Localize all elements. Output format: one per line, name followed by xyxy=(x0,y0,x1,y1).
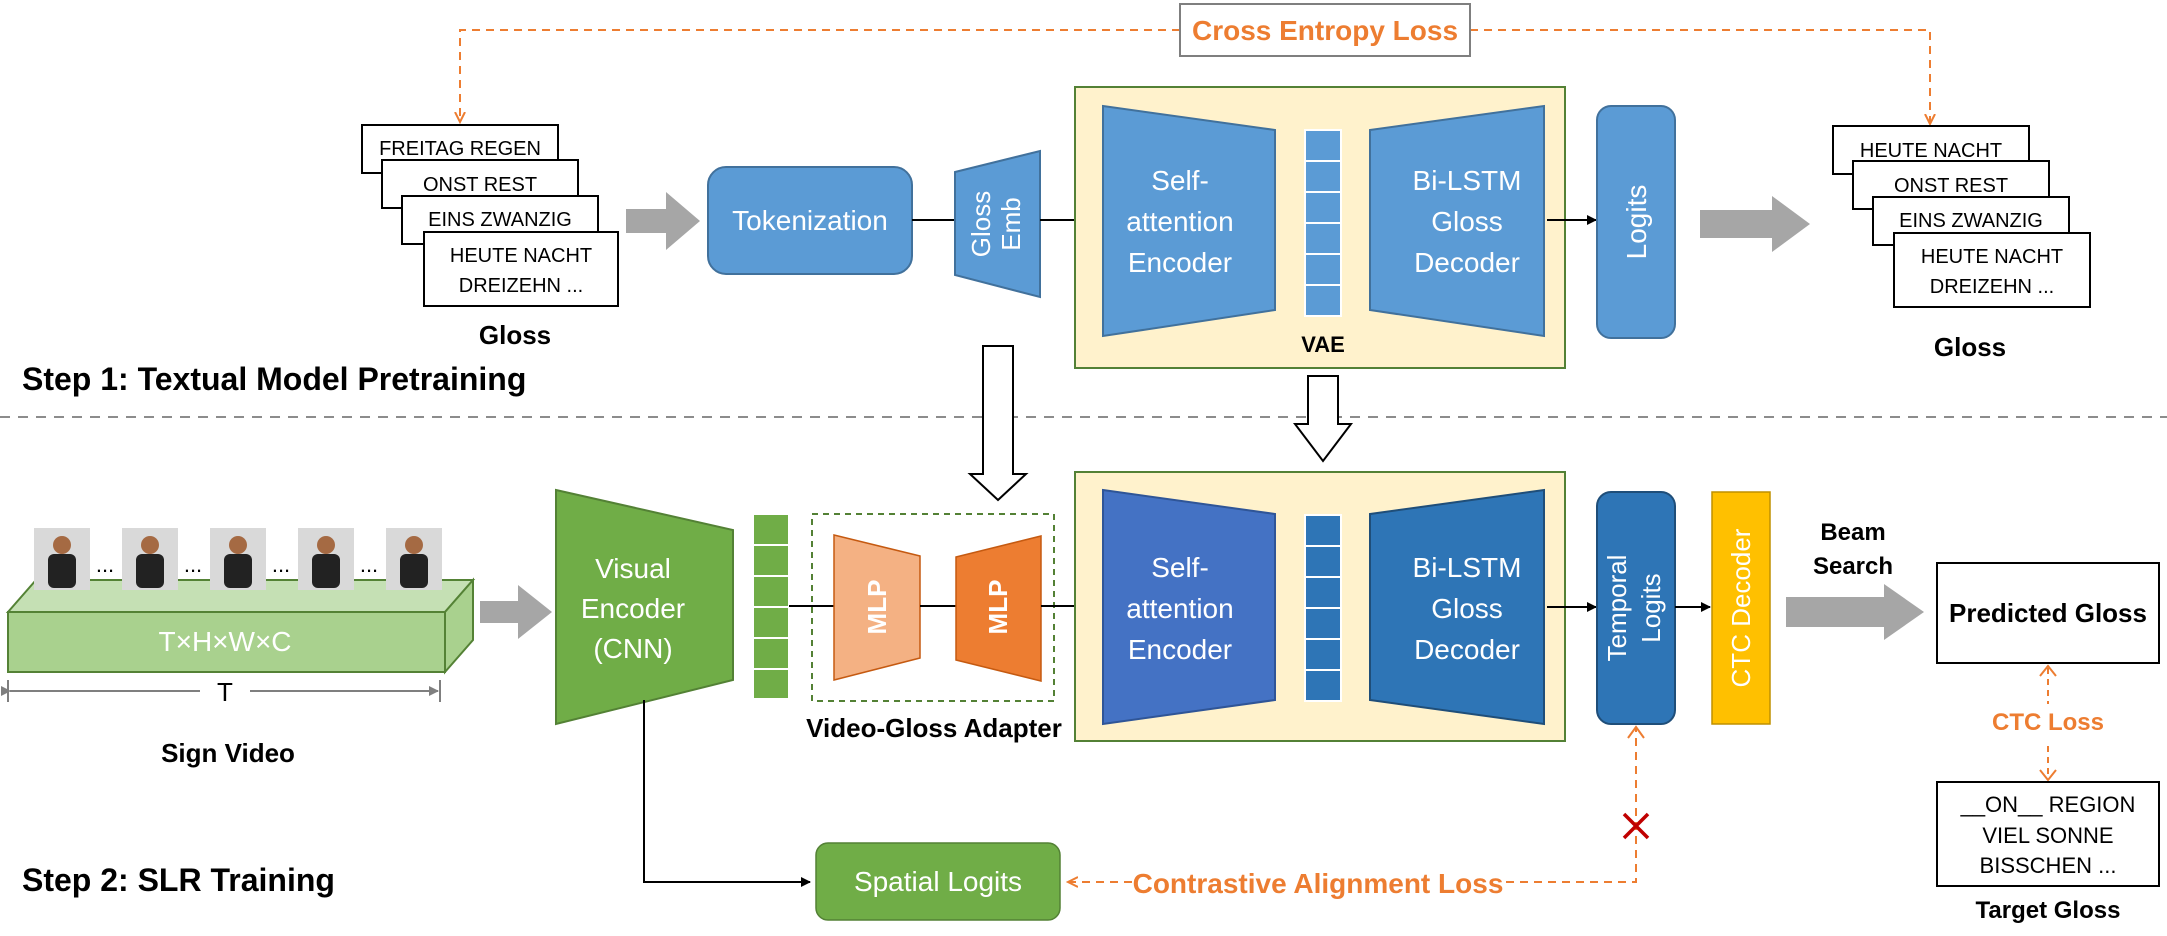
ctc-loss-label: CTC Loss xyxy=(1992,709,2104,736)
input-gloss-caption: Gloss xyxy=(479,320,551,350)
vae-label: VAE xyxy=(1301,332,1345,357)
gloss-emb-block xyxy=(954,149,1041,299)
predicted-gloss-label: Predicted Gloss xyxy=(1949,598,2147,628)
output-card-3: EINS ZWANZIG xyxy=(1899,210,2043,232)
step2-label: Step 2: SLR Training xyxy=(22,862,335,898)
adapter-mlp-2 xyxy=(955,535,1042,682)
sign-video-caption: Sign Video xyxy=(161,738,295,768)
visual-encoder-label-3: (CNN) xyxy=(593,633,672,664)
spatial-logits-label: Spatial Logits xyxy=(854,866,1022,897)
slr-decoder-label-2: Gloss xyxy=(1431,593,1503,624)
vae-encoder-label-3: Encoder xyxy=(1128,247,1232,278)
contrastive-loss-label: Contrastive Alignment Loss xyxy=(1133,868,1504,899)
cross-entropy-loss-path xyxy=(460,29,1180,122)
tokenization-label: Tokenization xyxy=(732,205,888,236)
target-gloss-line-1: __ON__ REGION xyxy=(1960,792,2136,817)
slr-encoder-block xyxy=(1102,488,1276,726)
visual-encoder-label-2: Encoder xyxy=(581,593,685,624)
input-card-5: DREIZEHN ... xyxy=(459,275,583,297)
beam-search-arrow xyxy=(1786,584,1924,640)
time-axis-label: T xyxy=(217,677,233,707)
gloss-emb-label-1: Gloss xyxy=(966,191,996,257)
slr-decoder-label-1: Bi-LSTM xyxy=(1413,552,1522,583)
slr-decoder-label-3: Decoder xyxy=(1414,634,1520,665)
slr-encoder-label-1: Self- xyxy=(1151,552,1209,583)
input-card-1: FREITAG REGEN xyxy=(379,138,541,160)
adapter-caption: Video-Gloss Adapter xyxy=(806,713,1062,743)
predicted-gloss-box xyxy=(1936,562,2160,664)
input-card-3: EINS ZWANZIG xyxy=(428,209,572,231)
output-card-4: HEUTE NACHT xyxy=(1921,246,2063,268)
visual-feature-stack xyxy=(752,513,790,700)
vae-encoder-label-2: attention xyxy=(1126,206,1233,237)
transfer-arrow-emb xyxy=(967,345,1029,502)
gray-arrow-1 xyxy=(626,192,700,250)
transfer-arrow-vae xyxy=(1292,375,1354,463)
video-frame-1 xyxy=(34,528,90,590)
cross-entropy-loss-box xyxy=(1179,3,1471,57)
output-card-1: HEUTE NACHT xyxy=(1860,140,2002,162)
output-gloss-caption: Gloss xyxy=(1934,332,2006,362)
slr-decoder-block xyxy=(1369,488,1545,726)
contrastive-loss-path xyxy=(1506,727,1637,883)
video-frame-2 xyxy=(122,528,178,590)
adapter-mlp-1-label: MLP xyxy=(862,580,892,635)
cross-entropy-loss-label: Cross Entropy Loss xyxy=(1192,15,1458,46)
video-frame-4 xyxy=(298,528,354,590)
sign-video-slab xyxy=(5,577,476,675)
ctc-decoder-label: CTC Decoder xyxy=(1726,528,1756,687)
vae-decoder-label-3: Decoder xyxy=(1414,247,1520,278)
video-frames: ... ... ... ... xyxy=(34,528,442,590)
vae-decoder-label-2: Gloss xyxy=(1431,206,1503,237)
vae-latent-stack xyxy=(1304,129,1342,317)
vae-encoder-block xyxy=(1102,104,1276,338)
vae-encoder-label-1: Self- xyxy=(1151,165,1209,196)
frame-ellipsis-4: ... xyxy=(360,552,378,577)
slr-latent-stack xyxy=(1304,514,1342,702)
output-gloss-stack: HEUTE NACHT ONST REST EINS ZWANZIG HEUTE… xyxy=(1832,125,2091,308)
adapter-mlp-1 xyxy=(833,534,921,681)
adapter-mlp-2-label: MLP xyxy=(983,580,1013,635)
visual-encoder-block xyxy=(555,488,734,726)
ctc-decoder-block xyxy=(1711,491,1771,725)
gloss-emb-label-2: Emb xyxy=(996,197,1026,250)
gray-arrow-2 xyxy=(1700,196,1810,252)
slr-encoder-label-2: attention xyxy=(1126,593,1233,624)
spatial-logits-block xyxy=(815,842,1061,921)
cross-entropy-loss-path-right xyxy=(1470,29,1930,124)
frame-ellipsis-2: ... xyxy=(184,552,202,577)
input-gloss-stack: FREITAG REGEN ONST REST EINS ZWANZIG HEU… xyxy=(361,124,619,307)
target-gloss-line-3: BISSCHEN ... xyxy=(1980,853,2117,878)
time-axis xyxy=(1,680,441,702)
target-gloss-box xyxy=(1936,781,2160,887)
logits-label: Logits xyxy=(1621,185,1652,260)
beam-search-label-1: Beam xyxy=(1820,519,1885,546)
video-gloss-adapter-box xyxy=(811,513,1055,702)
logits-block xyxy=(1596,105,1676,339)
input-card-2: ONST REST xyxy=(423,174,537,196)
video-frame-3 xyxy=(210,528,266,590)
gray-arrow-3 xyxy=(480,585,552,639)
video-dims-label: T×H×W×C xyxy=(158,626,291,657)
input-card-4: HEUTE NACHT xyxy=(450,245,592,267)
target-gloss-line-2: VIEL SONNE xyxy=(1982,823,2113,848)
beam-search-label-2: Search xyxy=(1813,553,1893,580)
frame-ellipsis-3: ... xyxy=(272,552,290,577)
temporal-logits-label-2: Logits xyxy=(1636,573,1666,642)
slr-encoder-label-3: Encoder xyxy=(1128,634,1232,665)
visual-encoder-label-1: Visual xyxy=(595,553,671,584)
output-card-2: ONST REST xyxy=(1894,175,2008,197)
frame-ellipsis-1: ... xyxy=(96,552,114,577)
spatial-path xyxy=(643,700,811,887)
stop-gradient-cross-icon xyxy=(1622,812,1650,840)
temporal-logits-label-1: Temporal xyxy=(1602,555,1632,662)
vae-decoder-block xyxy=(1369,104,1545,338)
output-card-5: DREIZEHN ... xyxy=(1930,276,2054,298)
target-gloss-caption: Target Gloss xyxy=(1976,897,2121,924)
vae-decoder-label-1: Bi-LSTM xyxy=(1413,165,1522,196)
video-frame-5 xyxy=(386,528,442,590)
step1-label: Step 1: Textual Model Pretraining xyxy=(22,361,526,397)
